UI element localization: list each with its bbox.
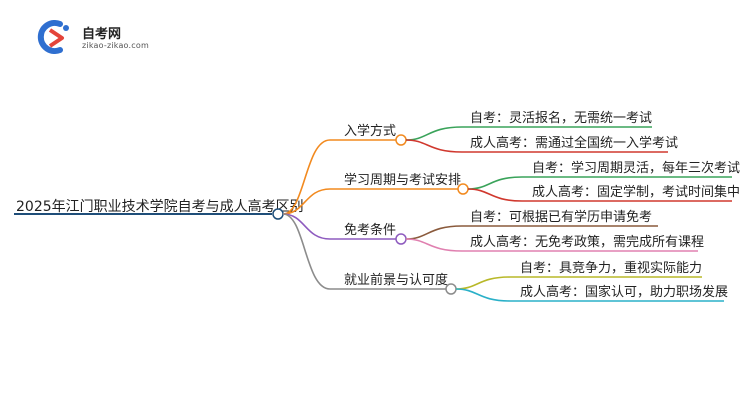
edge-branch-0-leaf-0 (405, 126, 652, 141)
branch-3-label: 就业前景与认可度 (344, 272, 448, 288)
branch-2-leaf-0: 自考：可根据已有学历申请免考 (470, 209, 652, 225)
branch-1-leaf-1: 成人高考：固定学制，考试时间集中 (532, 184, 740, 200)
edge-root-branch-0 (282, 139, 331, 215)
branch-0-leaf-1: 成人高考：需通过全国统一入学考试 (470, 135, 678, 151)
brand-url: zikao-zikao.com (82, 41, 149, 50)
branch-0-label: 入学方式 (344, 123, 396, 139)
edge-branch-1-leaf-0 (467, 176, 732, 190)
branch-1-label: 学习周期与考试安排 (344, 172, 461, 188)
brand-title: 自考网 (82, 27, 122, 42)
branch-2-leaf-1: 成人高考：无免考政策，需完成所有课程 (470, 234, 704, 250)
edge-root-branch-3 (282, 213, 331, 290)
branch-1-leaf-0: 自考：学习周期灵活，每年三次考试 (532, 160, 740, 176)
branch-3-leaf-1: 成人高考：国家认可，助力职场发展 (520, 284, 728, 300)
branch-0-leaf-0: 自考：灵活报名，无需统一考试 (470, 110, 652, 126)
zikao-logo-icon (37, 20, 69, 54)
edge-branch-3-leaf-0 (455, 276, 702, 290)
edge-root-branch-2 (282, 213, 331, 240)
branch-2-label: 免考条件 (344, 222, 396, 238)
branch-0-node[interactable] (395, 134, 407, 146)
edge-branch-0-leaf-1 (405, 139, 668, 153)
root-node[interactable] (272, 208, 284, 220)
root-label: 2025年江门职业技术学院自考与成人高考区别 (16, 198, 304, 215)
branch-3-node[interactable] (445, 283, 457, 295)
edge-branch-2-leaf-1 (405, 238, 698, 252)
edge-branch-1-leaf-1 (467, 188, 732, 202)
branch-1-node[interactable] (457, 183, 469, 195)
edge-root-branch-1 (282, 188, 331, 215)
branch-2-node[interactable] (395, 233, 407, 245)
edge-branch-2-leaf-0 (405, 225, 658, 240)
edge-branch-3-leaf-1 (455, 288, 724, 302)
branch-3-leaf-0: 自考：具竞争力，重视实际能力 (520, 260, 702, 276)
